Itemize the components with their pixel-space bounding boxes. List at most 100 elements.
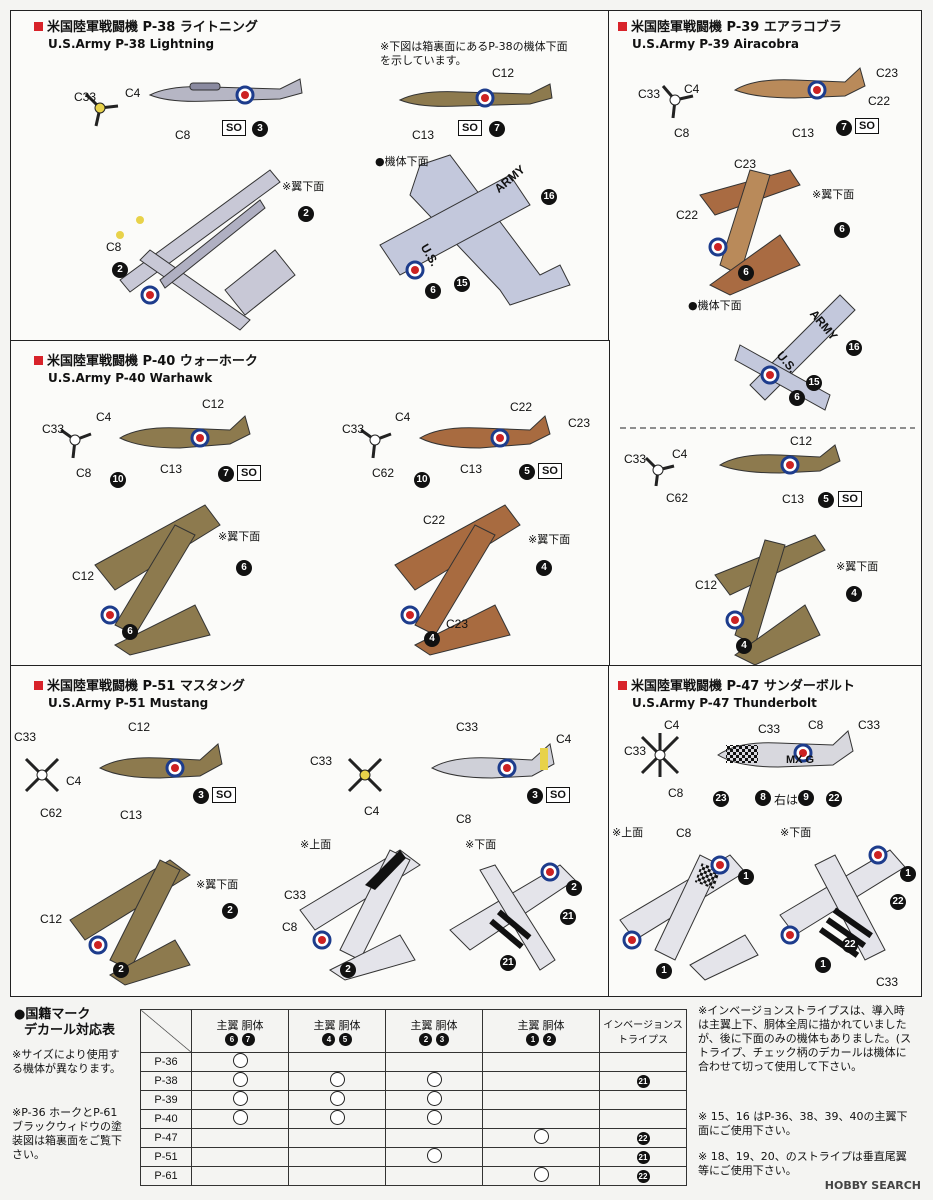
p40-so-2: SO — [538, 463, 562, 479]
p47-num-1a: 1 — [738, 869, 754, 885]
panel-p51 — [10, 665, 610, 997]
p47-subtitle: U.S.Army P-47 Thunderbolt — [632, 696, 817, 710]
table-cell — [191, 1166, 289, 1186]
table-cell — [385, 1052, 483, 1072]
p40-label-c13b: C13 — [460, 462, 483, 476]
p40-num-7: 7 — [218, 466, 234, 482]
p39-label-c23b: C23 — [734, 157, 757, 171]
table-corner — [140, 1009, 192, 1053]
p47-label-c8c: C8 — [676, 826, 692, 840]
p39-label-c12b: C12 — [695, 578, 718, 592]
p39-num-6a: 6 — [834, 222, 850, 238]
p39-num-16: 16 — [846, 340, 862, 356]
p47-side — [717, 730, 854, 768]
check-circle-icon — [533, 1129, 549, 1144]
table-cell — [288, 1109, 386, 1129]
table-heading-2: デカール対応表 — [24, 1023, 116, 1038]
p40-label-c4b: C4 — [395, 410, 411, 424]
p47-label-c4: C4 — [664, 718, 680, 732]
p39-label-c33: C33 — [638, 87, 661, 101]
table-cell — [482, 1052, 600, 1072]
p47-label-c33: C33 — [624, 744, 647, 758]
p38-num-7: 7 — [489, 121, 505, 137]
p51-title: 米国陸軍戦闘機 P-51 マスタング — [34, 679, 245, 695]
p40-num-6b: 6 — [122, 624, 138, 640]
p39-title: 米国陸軍戦闘機 P-39 エアラコブラ — [618, 20, 842, 36]
p47-num-22b: 22 — [890, 894, 906, 910]
p47-top — [619, 854, 759, 981]
p51-label-c4c: C4 — [556, 732, 572, 746]
p51-prop-1 — [24, 757, 60, 793]
p38-num-2b: 2 — [112, 262, 128, 278]
p39-wing-note-2: ※翼下面 — [836, 560, 879, 573]
p39-so-1: SO — [855, 118, 879, 134]
p51-top-1 — [69, 859, 191, 986]
p39-side-view — [733, 67, 866, 100]
table-row: P-36 — [140, 1052, 687, 1072]
p51-label-c33c: C33 — [456, 720, 479, 734]
p38-wing-note: ※翼下面 — [282, 180, 325, 193]
p40-num-6a: 6 — [236, 560, 252, 576]
table-row-name: P-36 — [140, 1052, 192, 1072]
stripe-decal-number: 22 — [636, 1169, 650, 1183]
table-cell — [191, 1128, 289, 1148]
p40-label-c22: C22 — [510, 400, 533, 414]
p51-num-2c: 2 — [340, 962, 356, 978]
table-heading-1: ●国籍マーク — [14, 1007, 91, 1022]
p38-num-16: 16 — [541, 189, 557, 205]
table-cell — [482, 1090, 600, 1110]
table-side-note-2: ※P-36 ホークとP-61 ブラックウィドウの塗装図は箱裏面をご覧下さい。 — [12, 1106, 122, 1161]
p40-label-c8: C8 — [76, 466, 92, 480]
p38-underside — [379, 154, 571, 306]
p47-prop — [640, 733, 680, 777]
p51-label-c33d: C33 — [284, 888, 307, 902]
table-col-stripes: インベージョンストライプス — [599, 1009, 687, 1053]
p47-num-1d: 1 — [815, 957, 831, 973]
p40-wing-note-1: ※翼下面 — [218, 530, 261, 543]
p39-top-view — [699, 169, 801, 296]
check-circle-icon — [329, 1072, 345, 1087]
table-cell — [482, 1071, 600, 1091]
p47-num-8: 8 — [755, 790, 771, 806]
p38-label-c8b: C8 — [106, 240, 122, 254]
table-row-name: P-39 — [140, 1090, 192, 1110]
p40-label-c4: C4 — [96, 410, 112, 424]
p39-top-view-2 — [714, 534, 826, 666]
p40-label-c62: C62 — [372, 466, 395, 480]
table-row-name: P-40 — [140, 1109, 192, 1129]
table-cell — [385, 1109, 483, 1129]
p51-prop-2 — [347, 757, 383, 793]
p51-num-21a: 21 — [560, 909, 576, 925]
p47-mx: MX G — [786, 754, 815, 766]
check-circle-icon — [426, 1148, 442, 1163]
p40-label-c12b: C12 — [72, 569, 95, 583]
p47-num-9: 9 — [798, 790, 814, 806]
table-cell — [191, 1147, 289, 1167]
p51-label-c12: C12 — [128, 720, 151, 734]
table-cell-stripe — [599, 1052, 687, 1072]
p40-title: 米国陸軍戦闘機 P-40 ウォーホーク — [34, 354, 258, 370]
p40-num-4a: 4 — [536, 560, 552, 576]
table-cell — [385, 1090, 483, 1110]
p47-bottom-view: ※下面 — [780, 826, 812, 839]
p39-label-c22: C22 — [868, 94, 891, 108]
p39-label-c12: C12 — [790, 434, 813, 448]
p39-label-c8: C8 — [674, 126, 690, 140]
p51-so-1: SO — [212, 787, 236, 803]
p40-label-c22b: C22 — [423, 513, 446, 527]
p38-so-1: SO — [222, 120, 246, 136]
p51-subtitle: U.S.Army P-51 Mustang — [48, 696, 209, 710]
table-cell-stripe: 21 — [599, 1147, 687, 1167]
p39-so-2: SO — [838, 491, 862, 507]
table-cell — [288, 1147, 386, 1167]
p39-prop-2 — [644, 456, 675, 487]
